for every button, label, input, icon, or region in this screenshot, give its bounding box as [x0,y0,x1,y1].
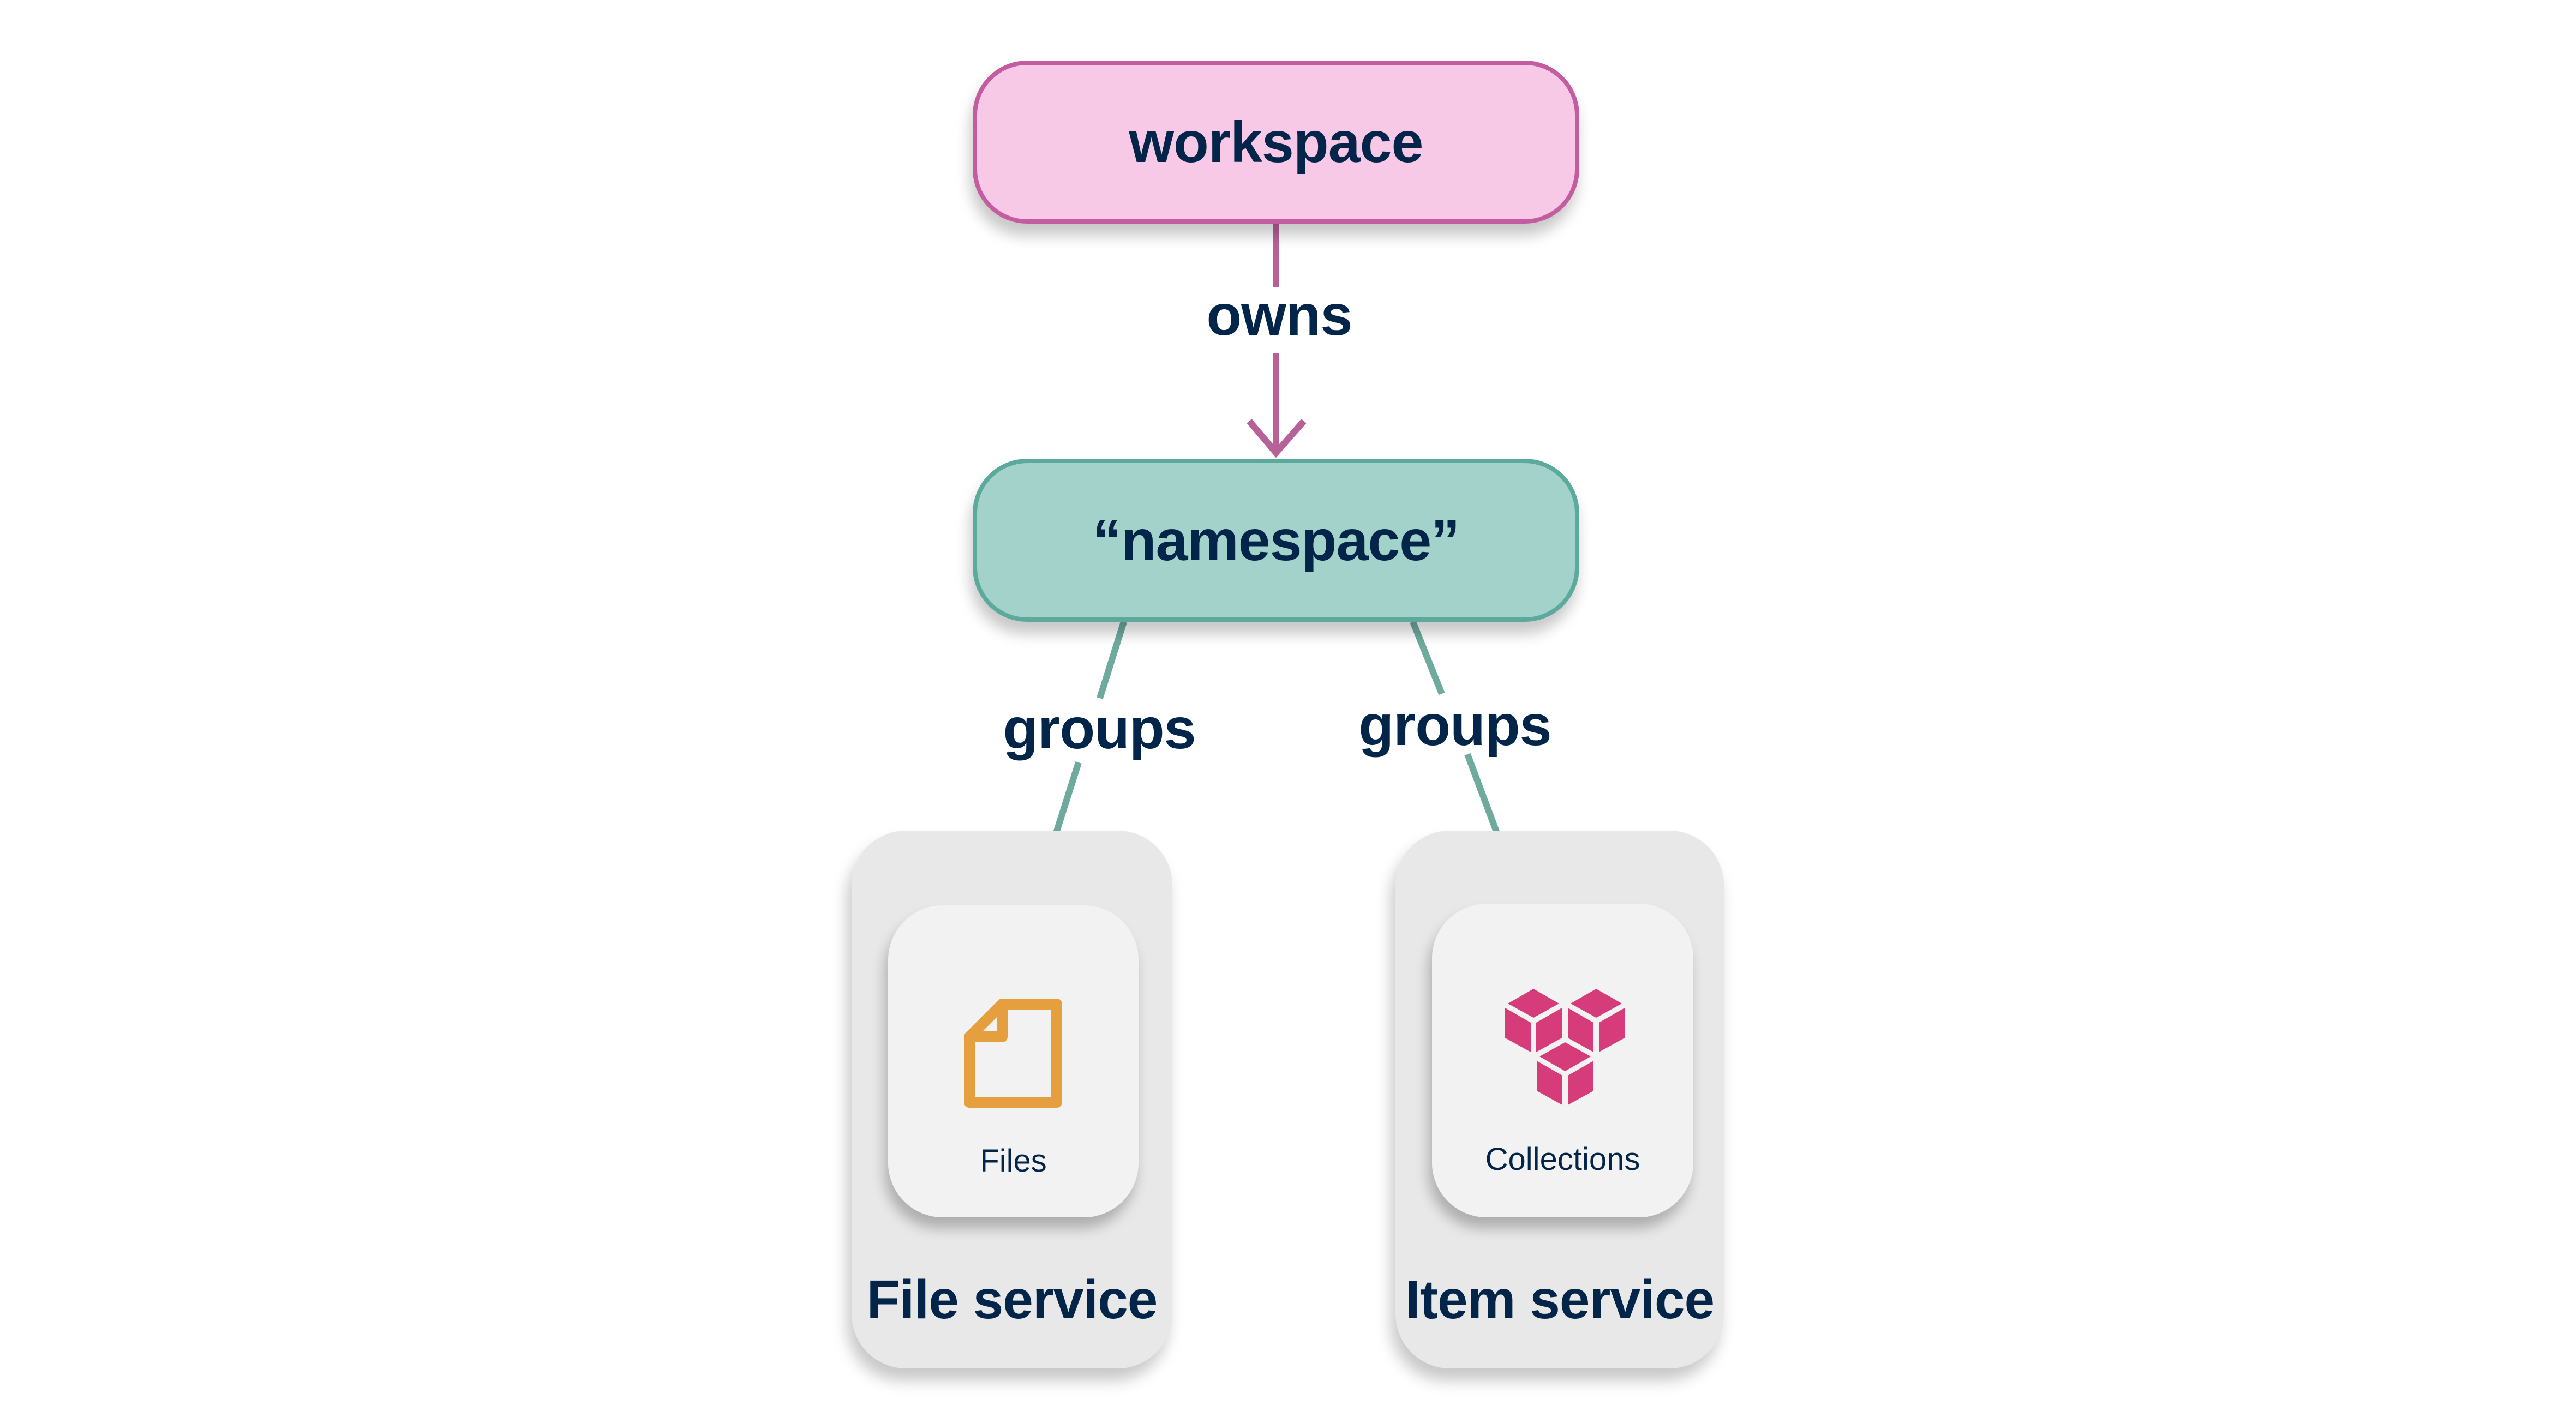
cubes-icon [1505,989,1625,1105]
node-workspace-label: workspace [1129,110,1424,175]
service-file[interactable]: Files File service [852,831,1172,1368]
service-label-file: File service [866,1269,1158,1330]
edge-groups-left-line-top [1097,621,1127,699]
service-label-item: Item service [1405,1269,1715,1330]
file-icon [964,999,1062,1108]
resource-card-files[interactable]: Files [888,905,1139,1217]
edge-label-owns: owns [1206,283,1353,347]
node-namespace-label: “namespace” [1092,508,1460,573]
edge-label-groups-right: groups [1358,693,1551,758]
service-item[interactable]: Collections Item service [1395,831,1724,1368]
edge-label-groups-left: groups [1003,697,1196,761]
node-namespace[interactable]: “namespace” [973,459,1579,622]
resource-card-collections[interactable]: Collections [1432,904,1693,1217]
node-workspace[interactable]: workspace [973,61,1579,224]
resource-label-files: Files [980,1143,1047,1179]
edge-groups-right-line-top [1410,620,1445,695]
resource-label-collections: Collections [1485,1142,1640,1177]
edge-owns-arrowhead [1247,419,1307,458]
